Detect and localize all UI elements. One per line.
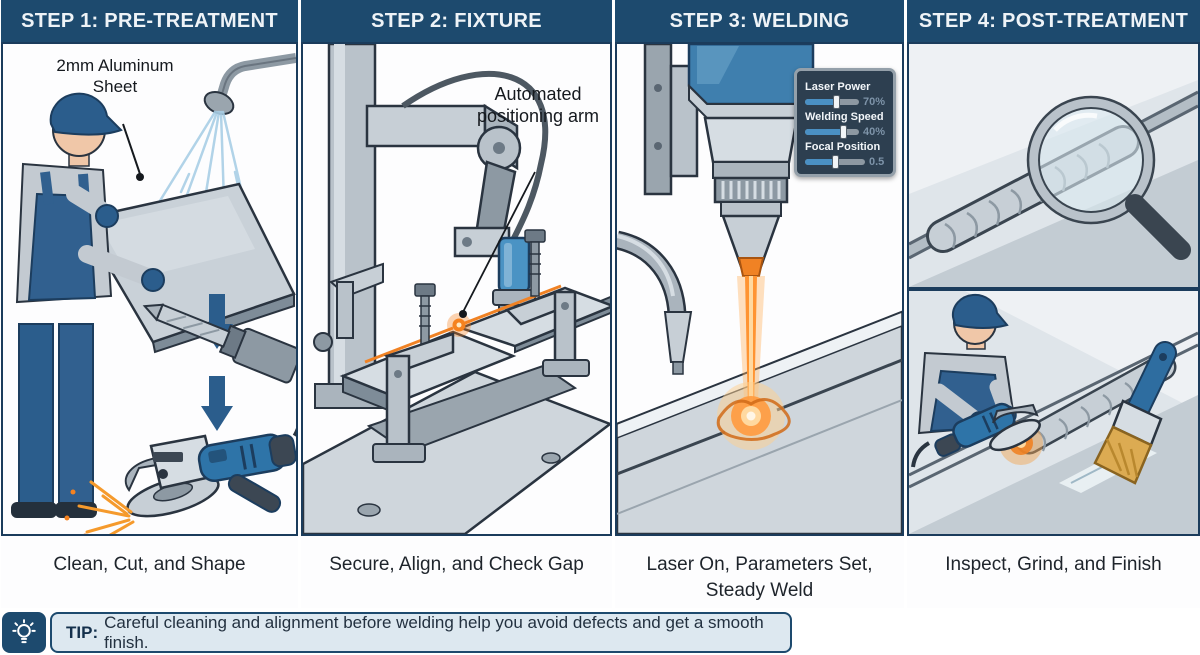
positioning-arm <box>365 103 522 258</box>
tool-cable <box>401 71 549 242</box>
slider-handle <box>832 155 839 169</box>
glove-right <box>141 268 165 292</box>
tip-bar: TIP: Careful cleaning and alignment befo… <box>2 612 792 653</box>
worker-cap <box>951 293 1009 329</box>
welding-speed-value: 40% <box>862 126 885 138</box>
step2-caption: Secure, Align, and Check Gap <box>329 554 584 575</box>
drill-bit-icon <box>142 303 296 384</box>
step3-caption: Laser On, Parameters Set, Steady Weld <box>646 554 873 601</box>
nozzle-tip <box>737 257 765 277</box>
glove-left <box>95 204 119 228</box>
slider-handle <box>839 125 847 139</box>
arm-callout-label: Automated positioning arm <box>476 84 600 126</box>
laser-power-value: 70% <box>862 96 885 108</box>
laser-parameters-panel: Laser Power 70% Welding Speed <box>794 68 896 177</box>
tip-text: TIP: Careful cleaning and alignment befo… <box>50 612 792 653</box>
welding-illustration <box>617 44 902 534</box>
angle-grinder-icon <box>911 402 1041 468</box>
worker-figure <box>11 92 165 518</box>
alignment-seam <box>364 284 562 364</box>
angle-grinder-icon <box>124 427 296 518</box>
welding-speed-label: Welding Speed <box>805 111 884 123</box>
focal-position-slider <box>805 155 865 169</box>
step1-caption: Clean, Cut, and Shape <box>53 554 246 575</box>
step4-panel <box>907 42 1200 536</box>
spray-nozzle-icon <box>203 53 296 115</box>
weld-pool <box>716 382 791 450</box>
paint-brush-icon <box>1059 341 1177 493</box>
sheet-leader-dot <box>136 173 144 181</box>
arm-leader-line <box>462 171 536 313</box>
slider-handle <box>832 95 840 109</box>
worker-cap <box>49 92 123 136</box>
inspection-illustration <box>909 44 1198 287</box>
pre-treatment-illustration <box>11 53 296 534</box>
step3-header: STEP 3: WELDING <box>615 0 904 42</box>
toggle-clamp-back <box>329 262 384 339</box>
focal-position-value: 0.5 <box>869 156 885 168</box>
sheet-callout-label: 2mm Aluminum Sheet <box>56 56 174 96</box>
tip-prefix: TIP: <box>66 622 99 642</box>
fixture-illustration <box>303 44 610 534</box>
welding-speed-slider <box>805 125 859 139</box>
focal-position-label: Focal Position <box>805 141 881 153</box>
down-arrow-2 <box>201 376 233 431</box>
sheet-leader-line <box>122 123 141 175</box>
step1-header: STEP 1: PRE-TREATMENT <box>1 0 298 42</box>
laser-head <box>643 44 815 277</box>
lightbulb-icon <box>2 612 46 653</box>
subpanel-divider <box>909 287 1198 291</box>
machine-column <box>313 44 390 409</box>
wire-feeder-torch <box>617 230 693 375</box>
step3-panel: Laser Power 70% Welding Speed <box>615 42 904 536</box>
magnifier-icon <box>1026 95 1191 260</box>
laser-power-slider <box>805 95 859 109</box>
step1-panel: 2mm Aluminum Sheet <box>1 42 298 536</box>
sparks <box>64 480 135 534</box>
step4-caption: Inspect, Grind, and Finish <box>945 554 1162 575</box>
laser-power-label: Laser Power <box>805 81 871 93</box>
toggle-clamp-right <box>504 229 590 377</box>
toggle-clamp-left <box>372 283 455 463</box>
grinding-illustration <box>909 291 1198 534</box>
step2-header: STEP 2: FIXTURE <box>301 0 612 42</box>
arm-leader-dot <box>459 310 467 318</box>
step2-panel: Automated positioning arm <box>301 42 612 536</box>
step4-header: STEP 4: POST-TREATMENT <box>907 0 1200 42</box>
laser-beam <box>737 276 765 416</box>
fixture-table <box>303 370 610 534</box>
